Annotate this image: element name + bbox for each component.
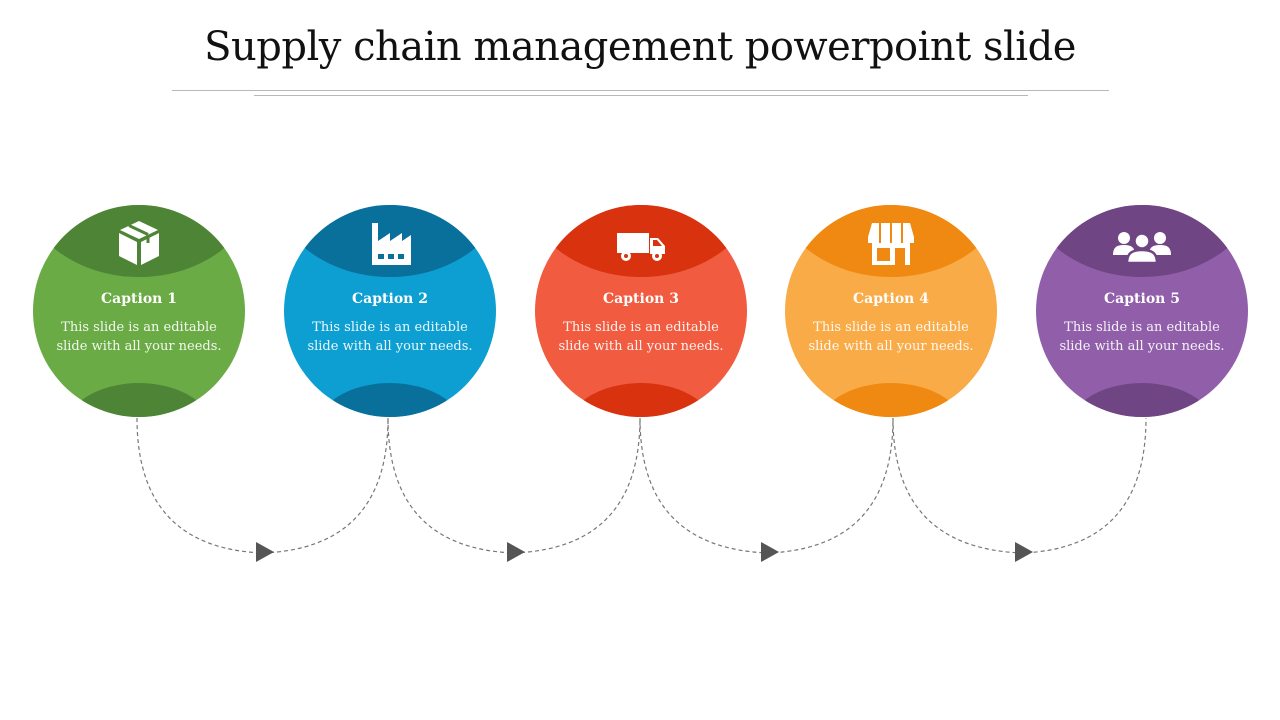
title-divider-bottom (254, 95, 1028, 96)
step-description: This slide is an editable slide with all… (1059, 320, 1225, 354)
step-bottom-cap (314, 383, 466, 417)
step-caption: Caption 2 (352, 291, 428, 307)
step-bottom-cap (1066, 383, 1218, 417)
step-bottom-cap (815, 383, 967, 417)
connector-arc-2 (387, 417, 641, 554)
box-icon (119, 221, 159, 265)
step-circle-2: Caption 2 This slide is an editable slid… (284, 205, 496, 417)
step-bottom-cap (63, 383, 215, 417)
connector-arc-1 (136, 417, 389, 554)
arrowhead-2 (507, 542, 525, 562)
step-circle-4: Caption 4 This slide is an editable slid… (785, 205, 997, 417)
arrowhead-1 (256, 542, 274, 562)
storefront-icon (868, 223, 914, 265)
factory-icon (372, 223, 411, 265)
step-circle-3: Caption 3 This slide is an editable slid… (535, 205, 747, 417)
step-bottom-cap (565, 383, 717, 417)
arrowhead-3 (761, 542, 779, 562)
slide-title: Supply chain management powerpoint slide (204, 24, 1076, 70)
step-caption: Caption 1 (101, 291, 177, 307)
arrowhead-4 (1015, 542, 1033, 562)
step-description: This slide is an editable slide with all… (808, 320, 974, 354)
step-circle-1: Caption 1 This slide is an editable slid… (33, 205, 245, 417)
truck-icon (617, 233, 665, 261)
step-circle-5: Caption 5 This slide is an editable slid… (1036, 205, 1248, 417)
step-caption: Caption 3 (603, 291, 679, 307)
step-caption: Caption 5 (1104, 291, 1180, 307)
connector-arc-3 (639, 417, 894, 554)
step-description: This slide is an editable slide with all… (307, 320, 473, 354)
step-description: This slide is an editable slide with all… (558, 320, 724, 354)
title-divider-top (172, 90, 1109, 91)
users-icon (1113, 232, 1171, 265)
step-caption: Caption 4 (853, 291, 929, 307)
step-description: This slide is an editable slide with all… (56, 320, 222, 354)
connector-arc-4 (892, 417, 1147, 554)
